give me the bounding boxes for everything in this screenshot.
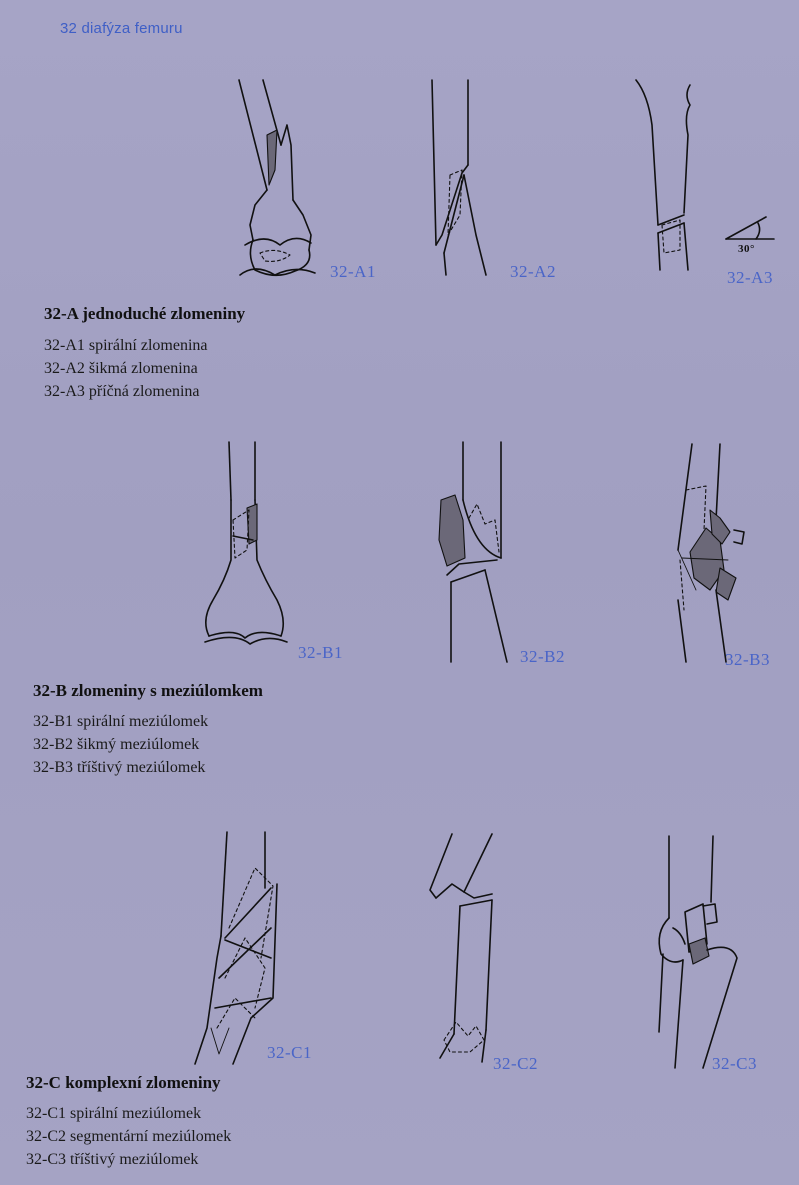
angle-label: 30°: [738, 243, 755, 255]
section-title-32-b: 32-B zlomeniny s meziúlomkem: [33, 681, 263, 701]
list-item: 32-A1 spirální zlomenina: [44, 334, 208, 357]
list-item: 32-A3 příčná zlomenina: [44, 380, 208, 403]
fracture-illustration-32-c2: [420, 830, 510, 1070]
section-list-32-c: 32-C1 spirální meziúlomek 32-C2 segmentá…: [26, 1102, 231, 1171]
list-item: 32-C2 segmentární meziúlomek: [26, 1125, 231, 1148]
section-title-32-a: 32-A jednoduché zlomeniny: [44, 304, 245, 324]
page-header-title: 32 diafýza femuru: [60, 20, 183, 37]
figure-label-32-a2: 32-A2: [510, 262, 556, 282]
section-list-32-b: 32-B1 spirální meziúlomek 32-B2 šikmý me…: [33, 710, 208, 779]
fracture-illustration-32-b3: [650, 440, 750, 665]
figure-label-32-a3: 32-A3: [727, 268, 773, 288]
list-item: 32-C3 tříštivý meziúlomek: [26, 1148, 231, 1171]
figure-label-32-b1: 32-B1: [298, 643, 343, 663]
fracture-illustration-32-b1: [195, 440, 305, 665]
list-item: 32-B2 šikmý meziúlomek: [33, 733, 208, 756]
fracture-illustration-32-c3: [645, 832, 755, 1072]
fracture-illustration-32-c1: [185, 828, 295, 1068]
fracture-illustration-32-b2: [425, 440, 520, 665]
list-item: 32-B3 tříštivý meziúlomek: [33, 756, 208, 779]
list-item: 32-C1 spirální meziúlomek: [26, 1102, 231, 1125]
figure-label-32-c2: 32-C2: [493, 1054, 538, 1074]
fracture-illustration-32-a2: [420, 75, 500, 285]
figure-label-32-b3: 32-B3: [725, 650, 770, 670]
figure-label-32-b2: 32-B2: [520, 647, 565, 667]
figure-label-32-a1: 32-A1: [330, 262, 376, 282]
fracture-illustration-32-a1: [225, 75, 335, 285]
figure-label-32-c1: 32-C1: [267, 1043, 312, 1063]
section-title-32-c: 32-C komplexní zlomeniny: [26, 1073, 221, 1093]
fracture-illustration-32-a3: [628, 75, 718, 285]
section-list-32-a: 32-A1 spirální zlomenina 32-A2 šikmá zlo…: [44, 334, 208, 403]
list-item: 32-A2 šikmá zlomenina: [44, 357, 208, 380]
figure-label-32-c3: 32-C3: [712, 1054, 757, 1074]
list-item: 32-B1 spirální meziúlomek: [33, 710, 208, 733]
